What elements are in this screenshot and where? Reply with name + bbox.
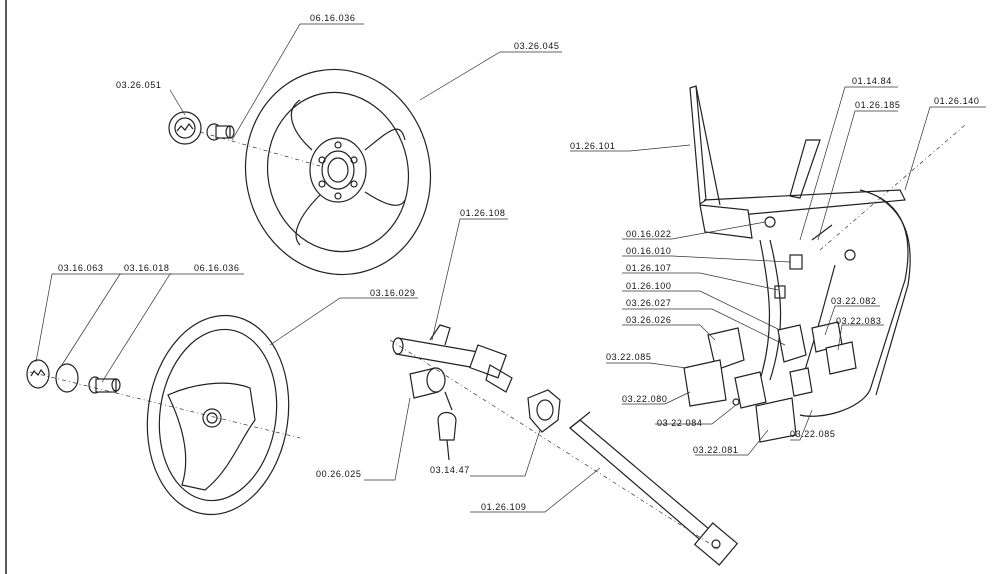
label-03-16-063: 03.16.063 <box>58 263 103 273</box>
leader-lines <box>35 23 986 513</box>
label-01-26-100: 01.26.100 <box>626 281 671 291</box>
label-03-22-081: 03.22.081 <box>693 445 738 455</box>
axis-line-top <box>199 131 321 167</box>
label-03-22-082: 03.22.082 <box>831 296 876 306</box>
label-00-26-025: 00.26.025 <box>316 469 361 479</box>
label-01-26-185: 01.26.185 <box>855 100 900 110</box>
label-01-14-84: 01.14.84 <box>852 76 892 86</box>
steering-column <box>392 324 513 393</box>
label-03-14-47: 03.14.47 <box>430 465 470 475</box>
pedal-arms <box>759 239 836 381</box>
nut-top <box>206 123 235 141</box>
label-01-26-109: 01.26.109 <box>481 502 526 512</box>
emblem-bottom <box>26 359 50 389</box>
axis-line-bottom <box>29 371 301 439</box>
small-hardware <box>764 124 966 299</box>
label-03-26-045: 03.26.045 <box>514 41 559 51</box>
label-03-26-026: 03.26.026 <box>626 315 671 325</box>
label-01-26-108: 01.26.108 <box>460 208 505 218</box>
label-01-26-101: 01.26.101 <box>570 141 615 151</box>
label-06-16-036-top: 06.16.036 <box>310 13 355 23</box>
cover-disc-bottom <box>55 363 79 393</box>
label-03-16-029: 03.16.029 <box>370 288 415 298</box>
pedal-pads <box>683 321 857 443</box>
steering-wheel-bottom <box>146 314 290 516</box>
label-00-16-022: 00.16.022 <box>626 229 671 239</box>
label-03-26-051: 03.26.051 <box>116 80 161 90</box>
pedal-frame <box>689 85 911 417</box>
label-01-26-140: 01.26.140 <box>934 96 979 106</box>
label-03-22-085-right: 03.22.085 <box>790 429 835 439</box>
horn-cap-top <box>168 111 202 145</box>
label-03-22-080: 03.22.080 <box>622 394 667 404</box>
label-03-22-085-left: 03.22.085 <box>606 352 651 362</box>
label-03-22-083: 03.22.083 <box>836 316 881 326</box>
part-labels: 06.16.036 03.26.045 03.26.051 03.16.063 … <box>58 13 979 512</box>
label-06-16-036-bottom: 06.16.036 <box>194 263 239 273</box>
column-bushing <box>527 389 561 433</box>
label-00-16-010: 00.16.010 <box>626 246 671 256</box>
steering-wheel-top <box>244 68 432 276</box>
nut-bottom <box>88 376 121 394</box>
label-01-26-107: 01.26.107 <box>626 263 671 273</box>
label-03-22-084: 03 22 084 <box>657 418 702 428</box>
ignition-lock <box>409 367 457 461</box>
lower-shaft <box>569 411 739 566</box>
label-03-16-018: 03.16.018 <box>124 263 169 273</box>
label-03-26-027: 03.26.027 <box>626 298 671 308</box>
axis-line-column <box>389 339 721 551</box>
